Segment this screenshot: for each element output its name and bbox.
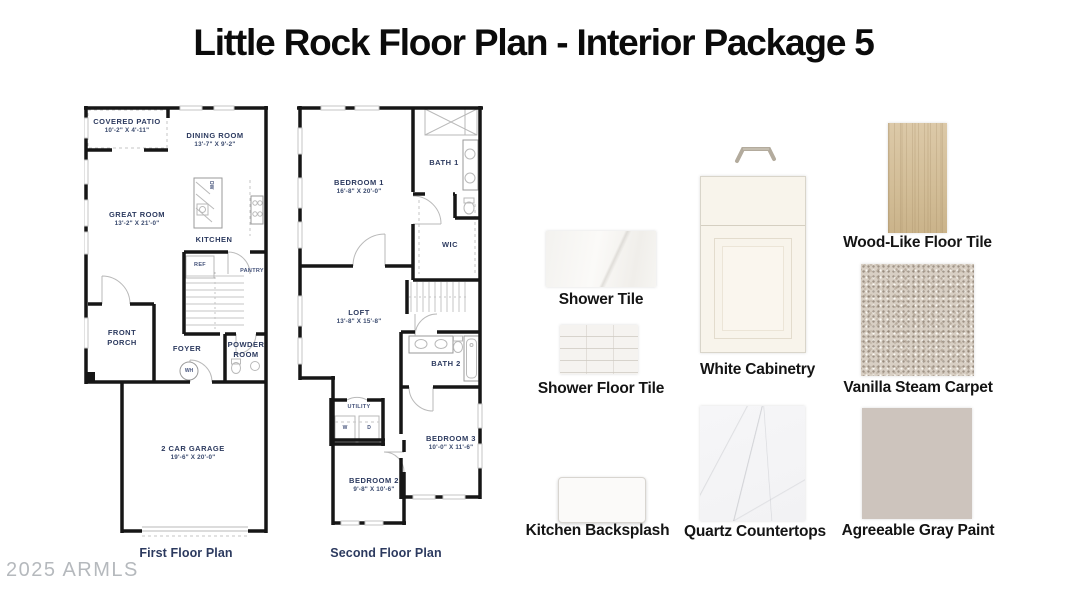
room-label-great-room: GREAT ROOM 13'-2" X 21'-0" — [108, 210, 166, 227]
first-floor-caption: First Floor Plan — [139, 546, 233, 560]
kitchen-island-icon — [193, 177, 223, 229]
page-title: Little Rock Floor Plan - Interior Packag… — [193, 22, 875, 63]
room-label-loft: LOFT 13'-8" X 15'-8" — [336, 308, 382, 325]
swatch-quartz-countertops — [700, 406, 805, 521]
cooktop-icon — [249, 180, 264, 236]
swatch-label-shower-tile: Shower Tile — [558, 291, 644, 308]
swatch-wood-floor-tile — [888, 123, 947, 233]
swatch-vanilla-carpet — [861, 264, 974, 376]
cabinet-handle-icon — [735, 147, 776, 163]
second-floor-plan: BEDROOM 1 16'-8" X 20'-0" BATH 1 WIC LOF… — [297, 104, 483, 566]
room-label-powder-room: POWDER ROOM — [227, 340, 265, 359]
swatch-label-white-cabinetry: White Cabinetry — [700, 361, 815, 378]
stairs-icon — [409, 282, 467, 312]
second-floor-plan-drawing — [297, 105, 483, 526]
swatch-label-agreeable-gray-paint: Agreeable Gray Paint — [841, 522, 995, 539]
washer-dryer-icon — [334, 415, 380, 443]
water-heater-circle — [179, 361, 199, 381]
room-label-kitchen: KITCHEN — [195, 235, 233, 244]
room-label-front-porch: FRONT PORCH — [107, 328, 137, 347]
first-floor-walls — [84, 106, 268, 533]
room-label-bedroom-2: BEDROOM 2 9'-8" X 10'-6" — [349, 476, 399, 493]
first-floor-plan-drawing — [84, 105, 268, 537]
swatch-white-cabinetry — [700, 176, 806, 353]
room-label-wic: WIC — [441, 240, 459, 249]
powder-fixtures-icon — [231, 358, 260, 374]
wic-shelves — [418, 200, 476, 274]
windows — [297, 105, 483, 526]
room-label-dryer: D — [367, 425, 371, 431]
swatch-shower-floor-tile — [560, 325, 638, 374]
room-label-pantry: PANTRY — [240, 268, 264, 274]
first-floor-plan: COVERED PATIO 10'-2" X 4'-11" DINING ROO… — [84, 104, 268, 566]
refrigerator-box — [185, 255, 215, 279]
room-label-bedroom-1: BEDROOM 1 16'-8" X 20'-0" — [334, 178, 384, 195]
swatch-label-vanilla-carpet: Vanilla Steam Carpet — [843, 379, 993, 396]
swatch-label-quartz-countertops: Quartz Countertops — [684, 523, 826, 540]
room-label-ref: REF — [194, 262, 206, 268]
room-label-dining-room: DINING ROOM 13'-7" X 9'-2" — [186, 131, 244, 148]
garage-door — [142, 526, 248, 537]
room-label-foyer: FOYER — [172, 344, 202, 353]
windows — [84, 105, 235, 349]
swatch-kitchen-backsplash — [558, 477, 646, 523]
bath2-fixtures-icon — [408, 335, 480, 382]
room-label-bedroom-3: BEDROOM 3 10'-0" X 11'-6" — [426, 434, 476, 451]
cabinet-door-front — [714, 238, 792, 339]
room-label-bath-1: BATH 1 — [429, 158, 459, 167]
swatch-label-kitchen-backsplash: Kitchen Backsplash — [525, 522, 670, 539]
covered-patio-outline — [87, 109, 168, 149]
room-label-bath-2: BATH 2 — [431, 359, 461, 368]
door-arcs — [346, 195, 442, 473]
shower-icon — [424, 108, 478, 136]
room-label-washer: W — [342, 425, 348, 431]
stairs-icon — [186, 272, 244, 332]
swatch-label-shower-floor-tile: Shower Floor Tile — [537, 380, 665, 397]
swatch-shower-tile — [546, 231, 656, 287]
room-label-garage: 2 CAR GARAGE 19'-6" X 20'-0" — [161, 444, 225, 461]
second-floor-caption: Second Floor Plan — [330, 546, 442, 560]
room-label-wh: WH — [184, 368, 194, 374]
porch-post — [86, 372, 95, 381]
bath1-fixtures-icon — [462, 139, 479, 215]
swatch-agreeable-gray-paint — [862, 408, 972, 519]
room-label-dw: DW — [208, 181, 214, 190]
room-label-utility: UTILITY — [347, 404, 371, 410]
cabinet-drawer-front — [701, 177, 805, 226]
watermark: 2025 ARMLS — [6, 559, 139, 581]
swatch-label-wood-floor-tile: Wood-Like Floor Tile — [843, 234, 992, 251]
room-label-covered-patio: COVERED PATIO 10'-2" X 4'-11" — [93, 117, 161, 134]
